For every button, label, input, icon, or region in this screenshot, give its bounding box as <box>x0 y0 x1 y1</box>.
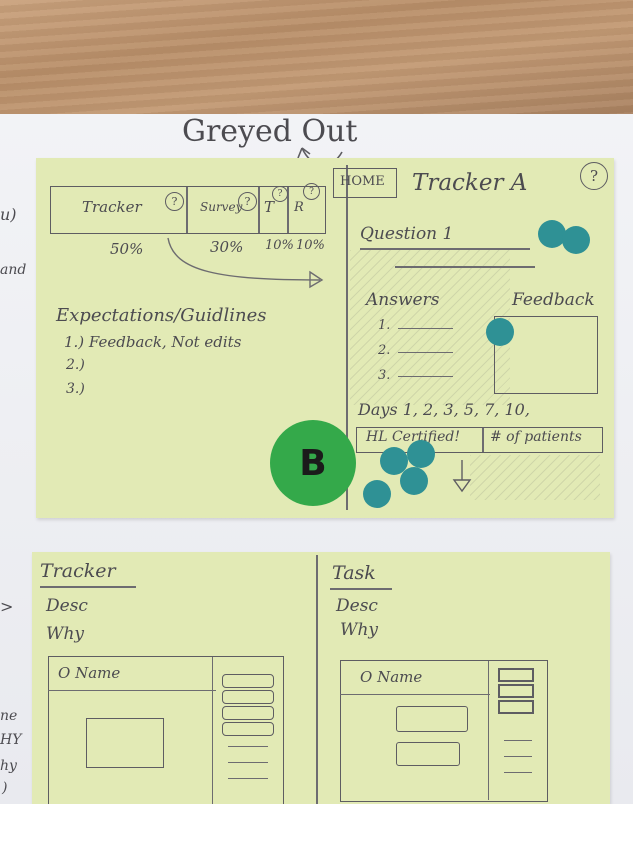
home-label: HOME <box>340 174 385 189</box>
feedback-box[interactable] <box>494 316 598 394</box>
page-title: Tracker A <box>412 170 528 196</box>
flow-arrow-icon <box>167 237 324 289</box>
marker-dot <box>538 220 566 248</box>
sticker-letter: B <box>299 442 327 484</box>
tracker-preview-frame <box>48 656 284 805</box>
tab-t[interactable]: T <box>264 198 275 216</box>
home-button[interactable]: HOME <box>333 168 397 198</box>
tab-tracker[interactable]: Tracker <box>82 198 142 216</box>
tab-survey[interactable]: Survey <box>200 200 243 214</box>
margin-fragment: > <box>0 597 14 616</box>
marker-dot <box>400 467 428 495</box>
panel-divider <box>346 165 348 510</box>
question-label: Question 1 <box>360 224 454 244</box>
task-why: Why <box>340 620 379 640</box>
help-icon[interactable]: ? <box>303 183 320 200</box>
help-icon[interactable]: ? <box>580 162 608 190</box>
percent-r: 10% <box>296 238 325 253</box>
marker-dot <box>562 226 590 254</box>
tracker-radio-name[interactable]: O Name <box>58 664 121 682</box>
help-icon[interactable]: ? <box>165 192 184 211</box>
marker-dot <box>407 440 435 468</box>
greyed-hatch-area <box>470 455 600 500</box>
marker-dot <box>486 318 514 346</box>
percent-t: 10% <box>265 238 294 253</box>
participant-sticker-b: B <box>270 420 356 506</box>
margin-fragment: hy <box>0 758 17 774</box>
feedback-label: Feedback <box>512 290 595 310</box>
answer-item[interactable]: 3. <box>378 368 391 383</box>
answer-item[interactable]: 2. <box>378 343 391 358</box>
help-icon[interactable]: ? <box>238 192 257 211</box>
tracker-image-placeholder <box>86 718 164 768</box>
days-label: Days 1, 2, 3, 5, 7, 10, <box>358 400 530 419</box>
guideline-item: 2.) <box>66 357 85 373</box>
hl-certified-box <box>356 427 603 453</box>
margin-fragment: ) <box>2 780 8 796</box>
panel-divider <box>316 555 318 804</box>
patients-label: # of patients <box>490 429 582 445</box>
bottom-margin <box>0 804 633 844</box>
task-radio-name[interactable]: O Name <box>360 668 423 686</box>
tab-r[interactable]: R <box>294 200 304 215</box>
task-desc: Desc <box>336 596 378 616</box>
tracker-why: Why <box>46 624 85 644</box>
answers-label: Answers <box>366 290 440 310</box>
guidelines-title: Expectations/Guidlines <box>56 305 267 326</box>
hl-certified-label: HL Certified! <box>366 429 460 445</box>
dropdown-arrow-icon <box>452 460 472 493</box>
margin-fragment: u) <box>0 205 17 224</box>
margin-fragment: and <box>0 262 27 278</box>
margin-fragment: ne <box>0 708 18 724</box>
percent-tracker: 50% <box>110 240 144 258</box>
help-icon[interactable]: ? <box>272 186 288 202</box>
tracker-desc: Desc <box>46 596 88 616</box>
margin-fragment: HY <box>0 732 22 748</box>
guideline-item: 1.) Feedback, Not edits <box>64 333 242 351</box>
answer-item[interactable]: 1. <box>378 318 391 333</box>
percent-survey: 30% <box>210 238 244 256</box>
tracker-title: Tracker <box>40 560 116 582</box>
wood-table-background <box>0 0 633 118</box>
bottom-sticky-note <box>32 552 610 804</box>
greyed-out-heading: Greyed Out <box>182 114 358 149</box>
marker-dot <box>363 480 391 508</box>
task-title: Task <box>332 562 376 584</box>
tab-bar <box>50 186 326 234</box>
guideline-item: 3.) <box>66 381 85 397</box>
task-preview-frame <box>340 660 548 802</box>
greyed-hatch-area <box>350 250 510 405</box>
